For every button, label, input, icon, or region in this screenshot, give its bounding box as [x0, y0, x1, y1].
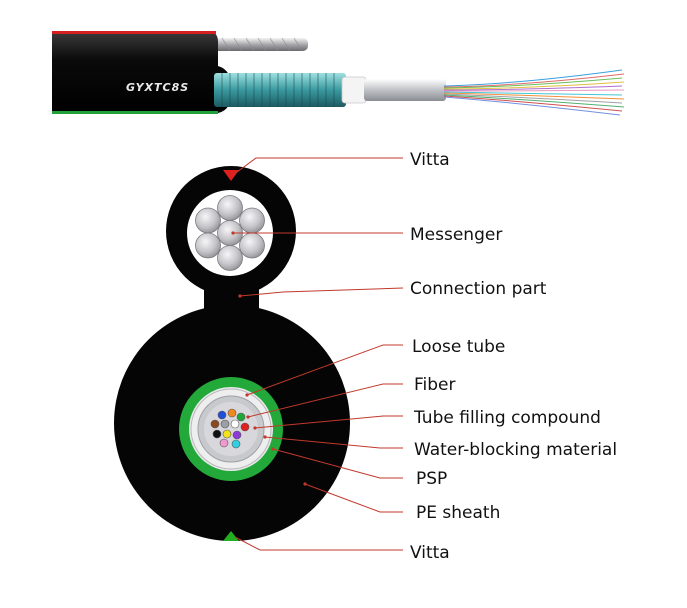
psp-exposed: [214, 73, 346, 107]
leader-lines: [232, 157, 404, 551]
cable-model-text: GYXTC8S: [126, 81, 189, 94]
water-blocking-band: [341, 76, 367, 104]
vitta-bottom-marker: [223, 531, 239, 541]
leader-fiber: [247, 383, 403, 418]
cable-sheath: [52, 32, 232, 113]
label-loose-tube: Loose tube: [412, 337, 506, 357]
label-tube-filling-compound: Tube filling compound: [414, 408, 601, 428]
leader-filling: [254, 415, 403, 429]
leader-loose-tube: [246, 344, 403, 396]
leader-vitta-bottom: [234, 536, 403, 551]
label-vitta-top: Vitta: [410, 150, 450, 170]
leader-vitta-top: [232, 157, 403, 176]
label-pe-sheath: PE sheath: [416, 503, 501, 523]
messenger-strands: [195, 195, 265, 271]
fiber-bundle: [210, 408, 250, 449]
label-vitta-bottom: Vitta: [410, 543, 450, 563]
label-water-blocking-material: Water-blocking material: [414, 440, 618, 460]
vitta-top-marker: [223, 170, 239, 181]
vitta-stripe-green: [52, 111, 218, 114]
vitta-stripe-red: [52, 31, 216, 34]
leader-connection: [239, 287, 404, 297]
label-psp: PSP: [416, 469, 448, 489]
label-fiber: Fiber: [414, 375, 456, 395]
fibers-fan: [443, 69, 625, 116]
cable-side-view: GYXTC8S: [52, 31, 625, 116]
leader-dots: [231, 231, 307, 486]
loose-tube-exposed: [364, 79, 446, 101]
label-messenger: Messenger: [410, 225, 503, 245]
leader-psp: [272, 448, 403, 479]
label-connection-part: Connection part: [410, 279, 547, 299]
leader-pe-sheath: [304, 483, 403, 513]
leader-water-blocking: [264, 436, 403, 449]
cross-section: [114, 166, 350, 541]
